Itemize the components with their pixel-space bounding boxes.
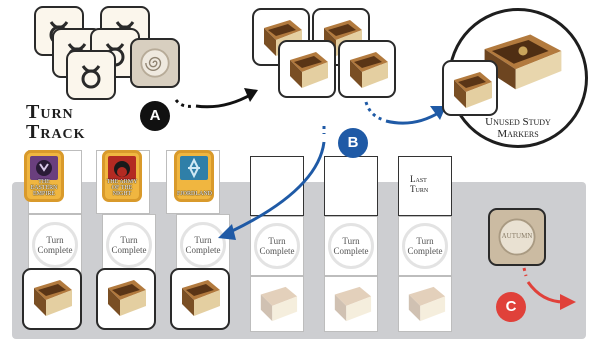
step-a-badge: A — [140, 101, 170, 131]
turn-complete-ring — [254, 223, 300, 269]
large-book-icon — [484, 34, 562, 90]
last-turn-label: Last Turn — [410, 174, 428, 194]
turn-complete-ring — [402, 223, 448, 269]
faction-name: The Eastern Empire — [30, 179, 58, 197]
arrow-b-icon — [218, 126, 326, 240]
unused-study-marker — [442, 60, 498, 116]
study-slot-cell-5 — [324, 276, 378, 332]
last-turn-line-1: Last — [410, 174, 427, 184]
spiral-token — [130, 38, 180, 88]
rune-token — [66, 50, 116, 100]
arrow-c-icon — [522, 267, 576, 310]
arrow-to-unused-icon — [364, 101, 446, 125]
faction-banner-eastern-empire: The Eastern Empire — [24, 150, 64, 202]
placed-study-marker-1 — [22, 268, 82, 330]
turn-complete-ring — [32, 222, 78, 268]
turn-complete-ring — [328, 223, 374, 269]
turn-complete-ring — [106, 222, 152, 268]
moon-emblem-icon — [108, 156, 136, 180]
season-emblem-icon — [498, 218, 536, 256]
turn-cell-top-5 — [324, 156, 378, 216]
faction-name: Fjordland — [177, 191, 213, 197]
faded-book-icon — [408, 286, 446, 322]
faction-name: The Army of the Night — [106, 179, 138, 197]
turn-track-line-1: Turn — [26, 101, 74, 123]
spiral-icon — [140, 48, 170, 78]
faction-banner-army-of-the-night: The Army of the Night — [102, 150, 142, 202]
step-b-badge: B — [338, 128, 368, 158]
placed-study-marker-2 — [96, 268, 156, 330]
wolf-emblem-icon — [30, 156, 58, 180]
study-slot-cell-4 — [250, 276, 304, 332]
knot-emblem-icon — [180, 156, 208, 180]
faded-book-icon — [334, 286, 372, 322]
turn-track-title: Turn Track — [26, 102, 86, 142]
study-marker — [278, 40, 336, 98]
turn-cell-top-6 — [398, 156, 452, 216]
faction-banner-fjordland: Fjordland — [174, 150, 214, 202]
rune-icon — [81, 65, 101, 89]
turn-track-line-2: Track — [26, 121, 86, 143]
step-c-badge: C — [496, 292, 526, 322]
arrow-a-icon — [174, 88, 258, 109]
study-slot-cell-6 — [398, 276, 452, 332]
unused-study-markers-caption: Unused Study Markers — [466, 116, 570, 140]
faded-book-icon — [260, 286, 298, 322]
season-token-autumn: Autumn — [488, 208, 546, 266]
turn-complete-ring — [180, 222, 226, 268]
season-token-label: Autumn — [501, 232, 533, 240]
study-marker — [338, 40, 396, 98]
last-turn-line-2: Turn — [410, 184, 429, 194]
unused-line-1: Unused Study — [485, 116, 551, 128]
unused-line-2: Markers — [497, 128, 539, 140]
placed-study-marker-3 — [170, 268, 230, 330]
